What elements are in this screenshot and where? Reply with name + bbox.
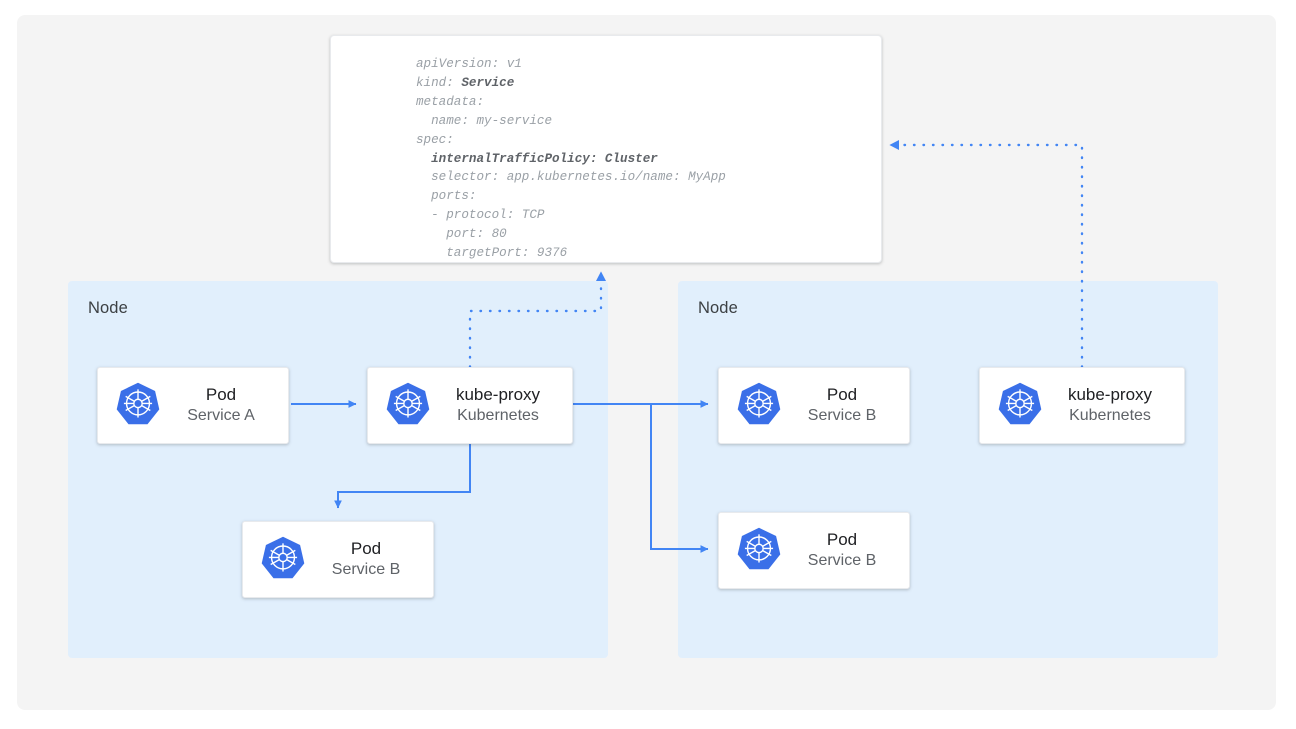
yaml-line-1: kind: (416, 75, 462, 90)
yaml-line-9: port: 80 (416, 227, 507, 242)
card-title: kube-proxy (455, 385, 541, 405)
yaml-line-4: spec: (416, 132, 454, 147)
service-manifest-box: apiVersion: v1 kind: Service metadata: n… (330, 35, 882, 263)
card-title: Pod (350, 539, 382, 559)
card-pod-service-a[interactable]: Pod Service A (97, 367, 289, 444)
kubernetes-icon (261, 535, 305, 584)
card-text: Pod Service B (781, 529, 909, 571)
yaml-line-5: internalTrafficPolicy: Cluster (416, 151, 658, 166)
card-text: Pod Service A (160, 384, 288, 426)
card-pod-service-b-local[interactable]: Pod Service B (242, 521, 434, 598)
card-subtitle: Kubernetes (1069, 407, 1151, 425)
card-kube-proxy-right[interactable]: kube-proxy Kubernetes (979, 367, 1185, 444)
card-subtitle: Kubernetes (457, 407, 539, 425)
card-title: Pod (826, 385, 858, 405)
node-label-left: Node (88, 299, 128, 317)
card-pod-service-b-bottom[interactable]: Pod Service B (718, 512, 910, 589)
card-title: kube-proxy (1067, 385, 1153, 405)
yaml-line-7: ports: (416, 189, 477, 204)
card-text: kube-proxy Kubernetes (1042, 384, 1184, 426)
kubernetes-icon (737, 526, 781, 575)
yaml-line-8: - protocol: TCP (416, 208, 545, 223)
card-subtitle: Service B (807, 407, 877, 425)
kubernetes-icon (737, 381, 781, 430)
card-text: Pod Service B (305, 538, 433, 580)
node-panel-left: Node (68, 281, 608, 658)
card-kube-proxy-left[interactable]: kube-proxy Kubernetes (367, 367, 573, 444)
yaml-line-6: selector: app.kubernetes.io/name: MyApp (416, 170, 726, 185)
card-text: kube-proxy Kubernetes (430, 384, 572, 426)
kubernetes-icon (998, 381, 1042, 430)
yaml-line-0: apiVersion: v1 (416, 57, 522, 71)
kubernetes-icon (116, 381, 160, 430)
node-panel-right: Node (678, 281, 1218, 658)
card-subtitle: Service B (331, 561, 401, 579)
yaml-line-1-value: Service (461, 75, 515, 90)
kubernetes-icon (386, 381, 430, 430)
card-text: Pod Service B (781, 384, 909, 426)
node-label-right: Node (698, 299, 738, 317)
card-subtitle: Service A (187, 407, 255, 425)
service-manifest-code: apiVersion: v1 kind: Service metadata: n… (416, 55, 726, 263)
yaml-line-3: name: my-service (416, 113, 553, 128)
yaml-line-10: targetPort: 9376 (416, 246, 568, 261)
yaml-line-2: metadata: (416, 94, 485, 109)
card-pod-service-b-top[interactable]: Pod Service B (718, 367, 910, 444)
diagram-canvas: Node Node (17, 15, 1276, 710)
card-title: Pod (826, 530, 858, 550)
card-title: Pod (205, 385, 237, 405)
card-subtitle: Service B (807, 552, 877, 570)
